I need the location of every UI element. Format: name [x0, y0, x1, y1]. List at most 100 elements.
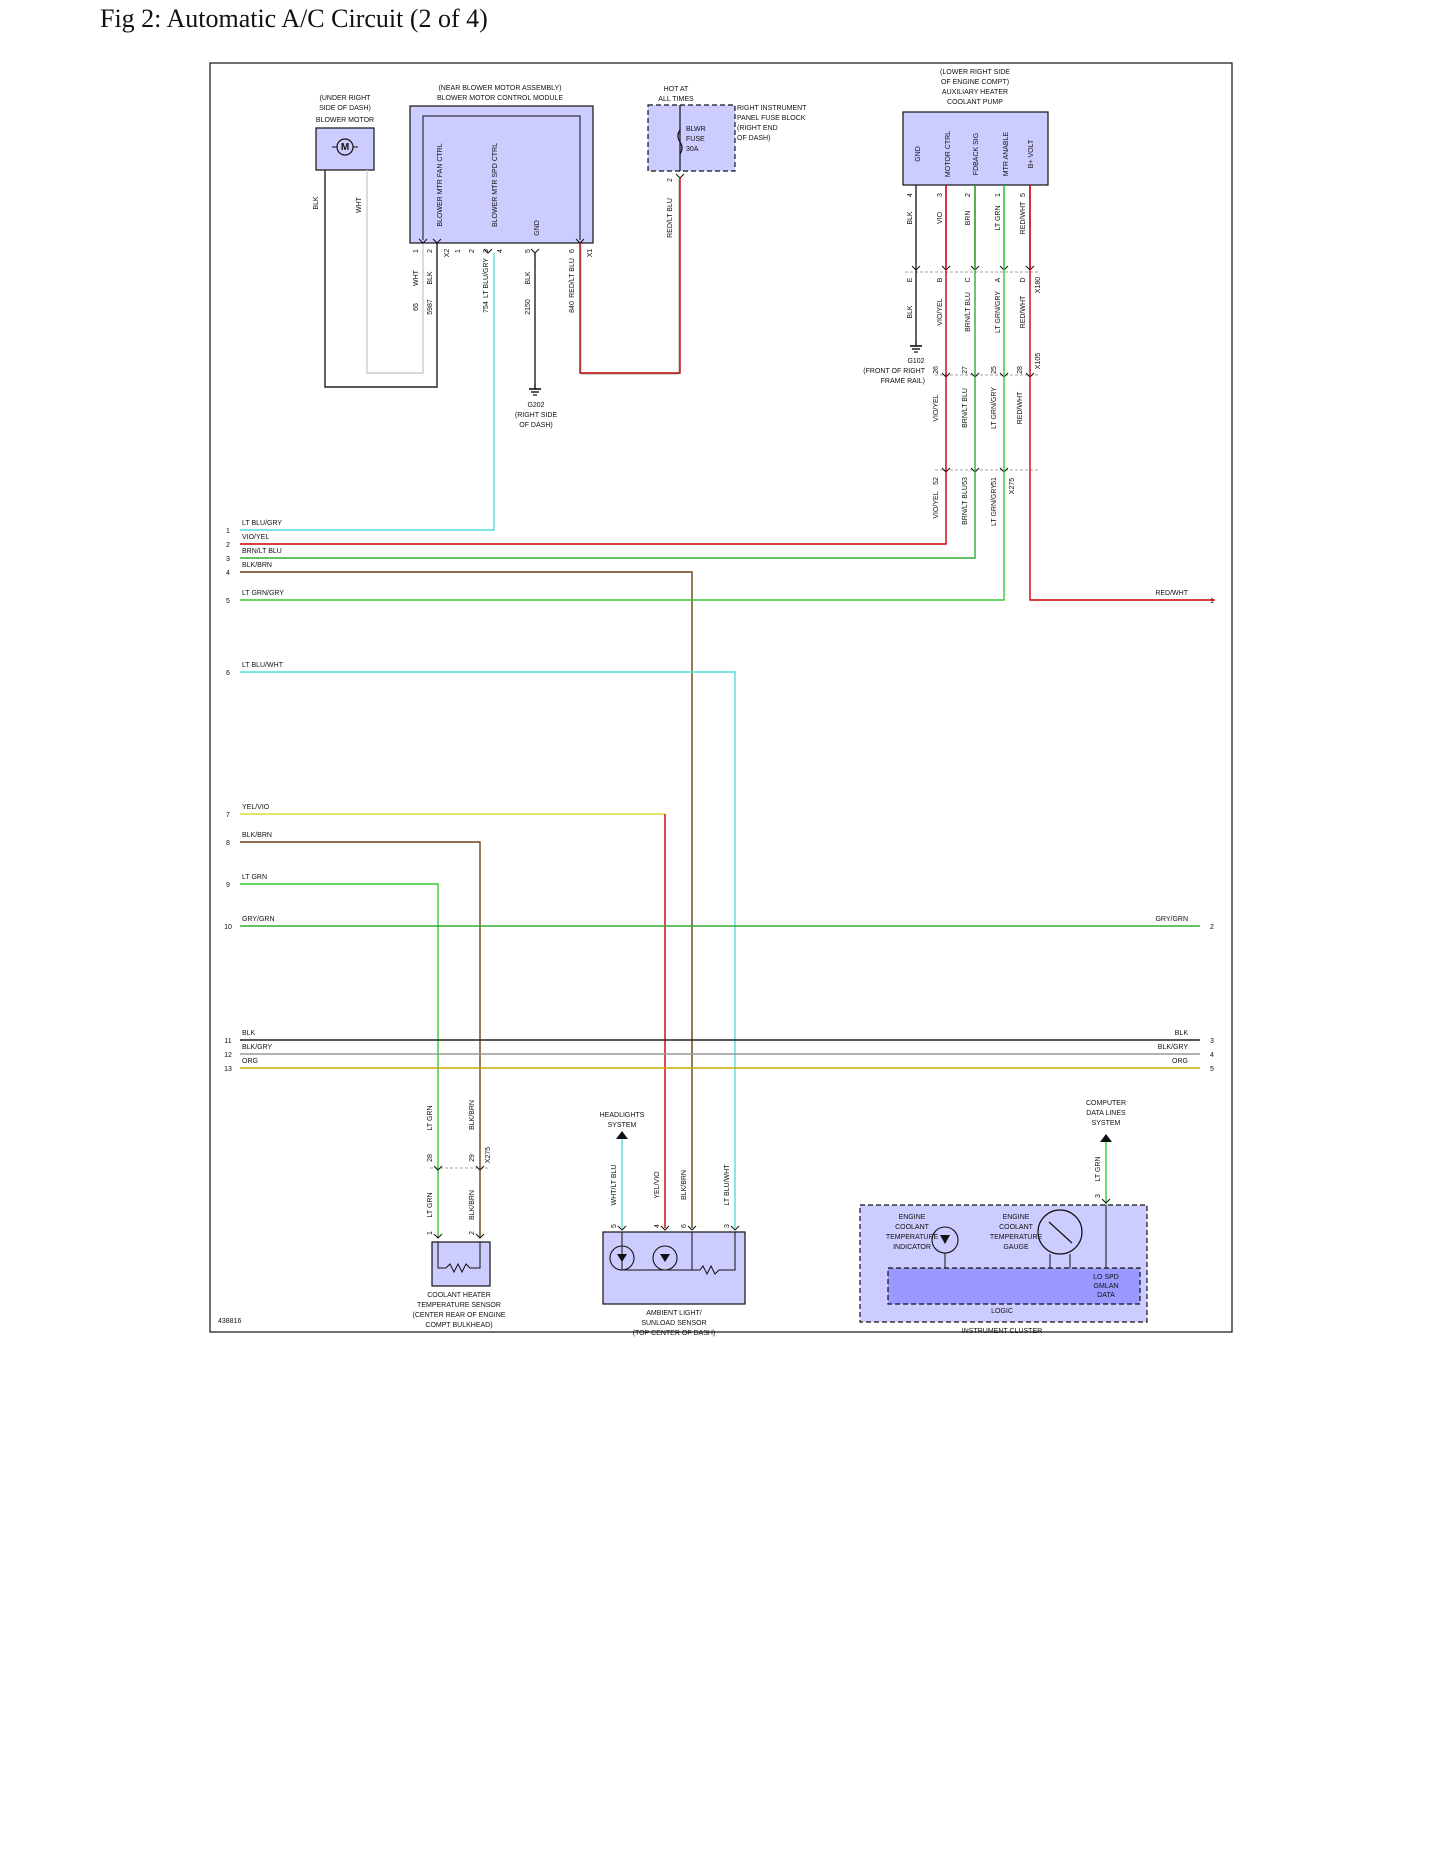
headlights-arrow	[616, 1131, 628, 1139]
blower-motor-location: (UNDER RIGHT	[320, 95, 372, 102]
bmcm-pin-number: 5	[525, 249, 532, 253]
computer-data-lines: DATA LINES	[1086, 1110, 1126, 1117]
left-wire-number: 3	[226, 556, 230, 563]
aux-pump-pin-number: 5	[1020, 193, 1027, 197]
x105-pin: 27	[962, 366, 969, 374]
right-wire-number: 3	[1210, 1038, 1214, 1045]
bmcm-pin-number: 2	[469, 249, 476, 253]
fuse-wire-label: RED/LT BLU	[667, 198, 674, 238]
fuse-header: HOT AT	[664, 86, 689, 93]
coolant-wire-bottom: BLK/BRN	[469, 1190, 476, 1220]
left-wire-label: LT BLU/GRY	[242, 520, 282, 527]
g102-location: FRAME RAIL)	[881, 378, 925, 385]
left-wire-label: BLK	[242, 1030, 256, 1037]
aux-pump-wire-low: VIO/YEL	[933, 394, 940, 421]
gauge-icon	[1037, 1209, 1083, 1255]
bmcm-circuit-number: 5987	[427, 299, 434, 315]
x180-connector: X180	[1035, 277, 1042, 293]
x180-pin: C	[965, 277, 972, 282]
right-wire-label: ORG	[1172, 1058, 1188, 1065]
fuse-pin	[675, 173, 685, 179]
headlights-label: HEADLIGHTS	[600, 1112, 645, 1119]
diode-triangle	[660, 1254, 670, 1262]
x180-pin: D	[1020, 277, 1027, 282]
coolant-sensor-name: (CENTER REAR OF ENGINE	[413, 1312, 506, 1319]
coolant-x275-pin: 28	[427, 1154, 434, 1162]
cluster-pin-mark	[1101, 1198, 1111, 1204]
aux-pump-wire-top: RED/WHT	[1020, 201, 1027, 234]
coolant-x275-pin: 29	[469, 1154, 476, 1162]
bmcm-connector-x2: X2	[444, 249, 451, 258]
ambient-sensor-name: (TOP CENTER OF DASH)	[633, 1330, 716, 1337]
left-wire-number: 9	[226, 882, 230, 889]
headlights-label: SYSTEM	[608, 1122, 637, 1129]
right-wire-label: BLK	[1175, 1030, 1189, 1037]
coolant-x275-connector: X275	[485, 1147, 492, 1163]
x105-pin: 28	[1017, 366, 1024, 374]
x180-pin: B	[937, 277, 944, 282]
cluster-wire-label: LT GRN	[1095, 1156, 1102, 1181]
wire-blk-brn-8	[240, 841, 481, 1238]
wire-lt-blu-wht	[240, 671, 736, 1228]
ambient-pin-number: 5	[611, 1224, 618, 1228]
coolant-sensor-name: TEMPERATURE SENSOR	[417, 1302, 501, 1309]
fuse-name: 30A	[686, 146, 699, 153]
bmcm-pin-number: 4	[497, 249, 504, 253]
aux-pump-wire-top: BLK	[907, 211, 914, 225]
aux-pump-wire-low: LT GRN/GRY	[991, 387, 998, 429]
left-wire-label: YEL/VIO	[242, 804, 270, 811]
aux-pump-wire-mid: RED/WHT	[1020, 295, 1027, 328]
g202-location: OF DASH)	[519, 422, 552, 429]
wire-wht-blower	[366, 170, 424, 374]
ambient-wire-label: WHT/LT BLU	[611, 1165, 618, 1206]
aux-pump-pin-label: B+ VOLT	[1028, 139, 1035, 168]
left-wire-number: 7	[226, 812, 230, 819]
thermistor-icon	[437, 1242, 481, 1274]
aux-pump-pin-number: 1	[995, 193, 1002, 197]
x275-connector-pump: X275	[1009, 478, 1016, 494]
aux-pump-wire-bottom: LT GRN/GRY	[991, 484, 998, 526]
x105-connector: X105	[1035, 353, 1042, 369]
wire-lt-blu-gry	[240, 253, 495, 531]
blower-motor-box	[315, 127, 375, 171]
coolant-wire-top: BLK/BRN	[469, 1100, 476, 1130]
left-wire-number: 12	[224, 1052, 232, 1059]
left-wire-label: LT BLU/WHT	[242, 662, 284, 669]
coolant-gauge-label: COOLANT	[999, 1224, 1034, 1231]
coolant-gauge-label: GAUGE	[1003, 1244, 1029, 1251]
left-wire-number: 6	[226, 670, 230, 677]
x275-pin: 53	[962, 477, 969, 485]
bmcm-pin-2	[432, 238, 442, 244]
aux-pump-pin-label: MOTOR CTRL	[945, 131, 952, 177]
fuse-name: BLWR	[686, 126, 706, 133]
bmcm-name: BLOWER MOTOR CONTROL MODULE	[437, 95, 563, 102]
computer-arrow	[1100, 1134, 1112, 1142]
left-wire-label: LT GRN/GRY	[242, 590, 284, 597]
coolant-wire-bottom: LT GRN	[427, 1192, 434, 1217]
wire-blk-brn-4	[240, 571, 693, 1228]
figure-id: 438816	[218, 1318, 241, 1325]
bmcm-wire-label: LT BLU/GRY	[483, 258, 490, 298]
bmcm-pin-label: GND	[534, 220, 541, 236]
left-wire-label: BLK/BRN	[242, 562, 272, 569]
fuse-location: OF DASH)	[737, 135, 770, 142]
x275-pin: 51	[991, 477, 998, 485]
aux-pump-pin-number: 3	[937, 193, 944, 197]
bmcm-circuit-number: 2150	[525, 299, 532, 315]
bmcm-connector-x1: X1	[587, 249, 594, 258]
aux-pump-pin-number: 2	[965, 193, 972, 197]
diagram-frame	[209, 62, 1233, 1333]
bmcm-circuit-number: 840	[569, 301, 576, 313]
ambient-wire-label: LT BLU/WHT	[724, 1164, 731, 1206]
coolant-indicator-label: INDICATOR	[893, 1244, 931, 1251]
wire-label: WHT	[356, 196, 363, 213]
fuse-location: PANEL FUSE BLOCK	[737, 115, 806, 122]
bmcm-wire-label: WHT	[413, 269, 420, 286]
left-wire-number: 10	[224, 924, 232, 931]
left-wire-number: 11	[224, 1038, 231, 1045]
fuse-location: (RIGHT END	[737, 125, 778, 132]
lo-spd-gmlan-label: LO SPD	[1093, 1274, 1119, 1281]
fuse-name: FUSE	[686, 136, 705, 143]
logic-box	[887, 1267, 1141, 1305]
